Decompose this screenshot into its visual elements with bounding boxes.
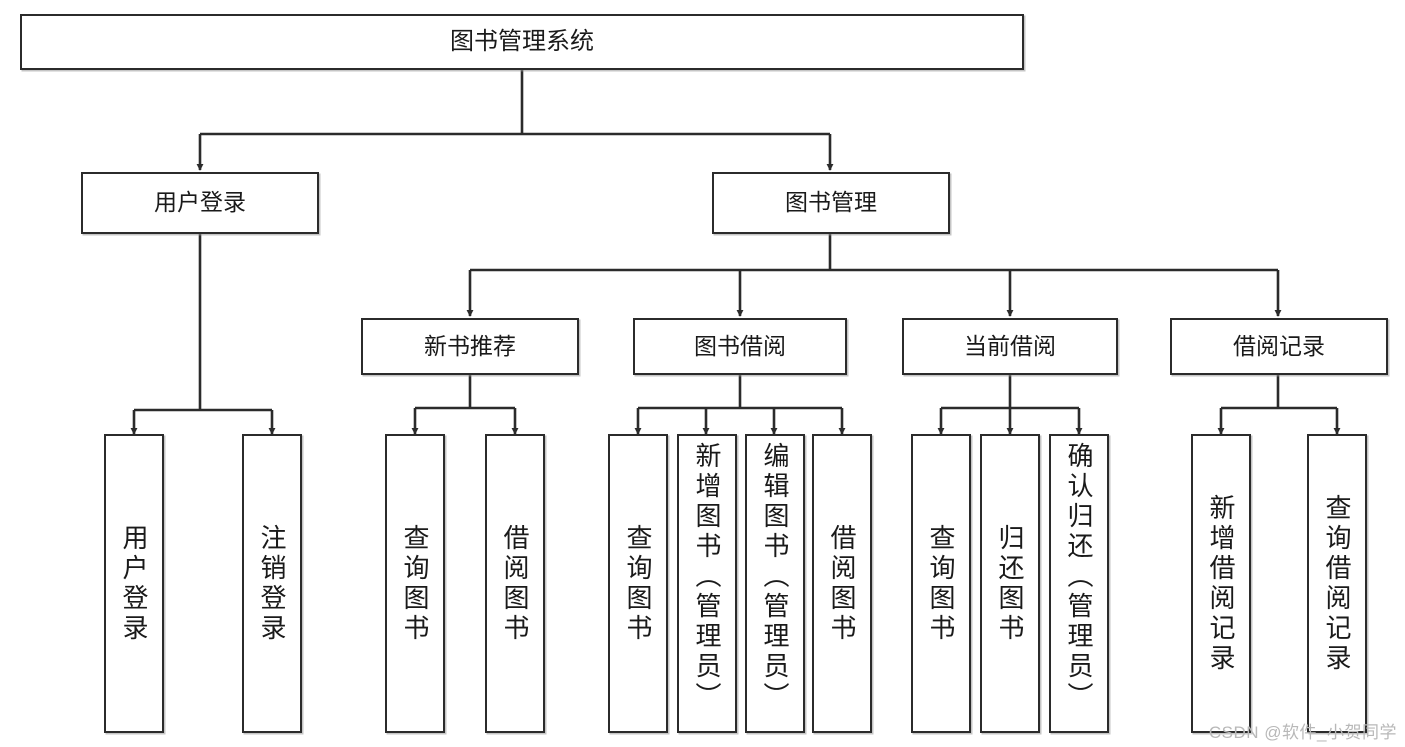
node-leaf-query-book-2[interactable]: 查询图书: [608, 434, 668, 733]
node-leaf-confirm-return[interactable]: 确认归还（管理员）: [1049, 434, 1109, 733]
node-leaf-edit-book[interactable]: 编辑图书（管理员）: [745, 434, 805, 733]
node-leaf-add-book-label: 新增图书（管理员）: [692, 442, 722, 712]
node-current-borrow[interactable]: 当前借阅: [902, 318, 1118, 375]
node-leaf-add-record-label: 新增借阅记录: [1206, 493, 1236, 674]
node-leaf-edit-book-label: 编辑图书（管理员）: [760, 442, 790, 712]
node-leaf-return-book[interactable]: 归还图书: [980, 434, 1040, 733]
node-user-login[interactable]: 用户登录: [81, 172, 319, 234]
node-book-manage[interactable]: 图书管理: [712, 172, 950, 234]
node-leaf-borrow-book-1[interactable]: 借阅图书: [485, 434, 545, 733]
node-leaf-add-record[interactable]: 新增借阅记录: [1191, 434, 1251, 733]
node-root[interactable]: 图书管理系统: [20, 14, 1024, 70]
node-leaf-user-logout-label: 注销登录: [257, 523, 287, 644]
node-leaf-query-book-2-label: 查询图书: [623, 523, 653, 644]
node-leaf-query-record[interactable]: 查询借阅记录: [1307, 434, 1367, 733]
node-leaf-user-login[interactable]: 用户登录: [104, 434, 164, 733]
node-leaf-query-book-1-label: 查询图书: [400, 523, 430, 644]
node-leaf-query-book-3-label: 查询图书: [926, 523, 956, 644]
watermark-text: CSDN @软件_小贺同学: [1208, 723, 1397, 742]
node-leaf-borrow-book-2-label: 借阅图书: [827, 523, 857, 644]
node-leaf-add-book[interactable]: 新增图书（管理员）: [677, 434, 737, 733]
node-leaf-user-login-label: 用户登录: [119, 523, 149, 644]
node-borrow-record-label: 借阅记录: [1233, 332, 1325, 359]
node-current-borrow-label: 当前借阅: [964, 332, 1056, 359]
node-leaf-borrow-book-1-label: 借阅图书: [500, 523, 530, 644]
node-root-label: 图书管理系统: [450, 27, 594, 55]
node-leaf-borrow-book-2[interactable]: 借阅图书: [812, 434, 872, 733]
node-book-borrow[interactable]: 图书借阅: [633, 318, 847, 375]
node-user-login-label: 用户登录: [154, 189, 246, 216]
node-new-book-recommend[interactable]: 新书推荐: [361, 318, 579, 375]
node-leaf-query-record-label: 查询借阅记录: [1322, 493, 1352, 674]
node-leaf-query-book-1[interactable]: 查询图书: [385, 434, 445, 733]
node-book-borrow-label: 图书借阅: [694, 332, 786, 359]
node-book-manage-label: 图书管理: [785, 189, 877, 216]
node-borrow-record[interactable]: 借阅记录: [1170, 318, 1388, 375]
node-leaf-query-book-3[interactable]: 查询图书: [911, 434, 971, 733]
node-leaf-confirm-return-label: 确认归还（管理员）: [1064, 442, 1094, 712]
node-leaf-return-book-label: 归还图书: [995, 523, 1025, 644]
node-leaf-user-logout[interactable]: 注销登录: [242, 434, 302, 733]
node-new-book-recommend-label: 新书推荐: [424, 332, 516, 359]
